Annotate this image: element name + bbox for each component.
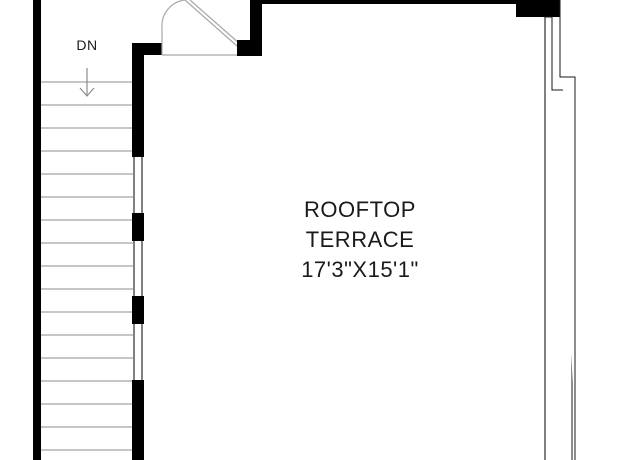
room-name-line1: ROOFTOP [304, 197, 416, 222]
stair-treads [41, 81, 133, 451]
door-swing [161, 0, 241, 56]
room-name-line2: TERRACE [305, 227, 415, 252]
top-wall [237, 0, 560, 56]
room-dimensions: 17'3"X15'1" [301, 257, 419, 282]
stair-wall-windows [133, 157, 143, 380]
right-glass-edge [544, 0, 576, 460]
room-label: ROOFTOP TERRACE 17'3"X15'1" [250, 195, 470, 285]
stair-down-arrow-icon [79, 68, 95, 97]
stair-direction-label: DN [76, 37, 98, 53]
stair-inner-wall [132, 43, 162, 460]
stair-outer-wall [33, 0, 41, 460]
